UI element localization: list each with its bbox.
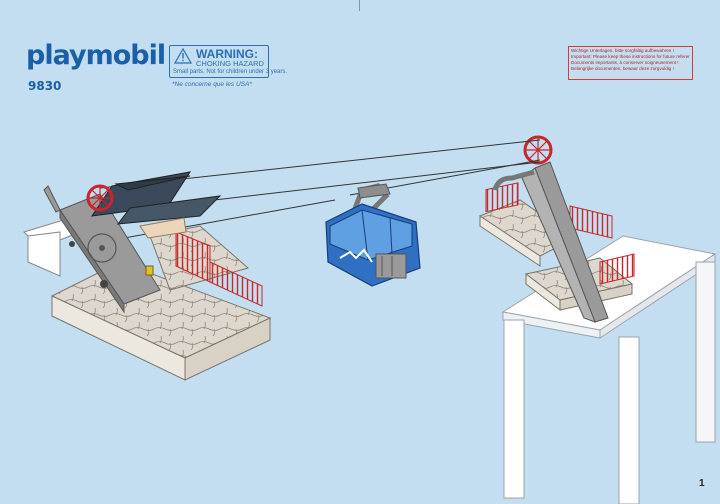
model-number: 9830 (28, 79, 62, 93)
usa-note: *Ne concerne que les USA* (172, 81, 252, 88)
choking-hazard-warning: WARNING: CHOKING HAZARD Small parts. Not… (169, 45, 287, 78)
warning-subtitle: CHOKING HAZARD (196, 59, 264, 68)
warning-detail: Small parts. Not for children under 3 ye… (173, 69, 288, 75)
warning-title: WARNING: (196, 47, 258, 61)
gondola (325, 183, 421, 287)
page-number: 1 (699, 478, 705, 489)
warning-triangle-icon (174, 48, 192, 64)
valley-station-right (478, 135, 635, 323)
notice-line: Belangrijke documenten, bewaar deze zorg… (571, 66, 674, 71)
notice-line: Wichtige Unterlagen, bitte sorgfältig au… (571, 48, 674, 53)
mountain-station-left (23, 171, 272, 381)
keep-instructions-notice: Wichtige Unterlagen, bitte sorgfältig au… (568, 46, 693, 80)
notice-line: Important: Please keep these instruction… (571, 54, 690, 59)
playmobil-logo: playmobil (26, 40, 166, 71)
notice-line: Documents importants, à conserver soigne… (571, 60, 679, 65)
binding-mark (359, 0, 360, 11)
